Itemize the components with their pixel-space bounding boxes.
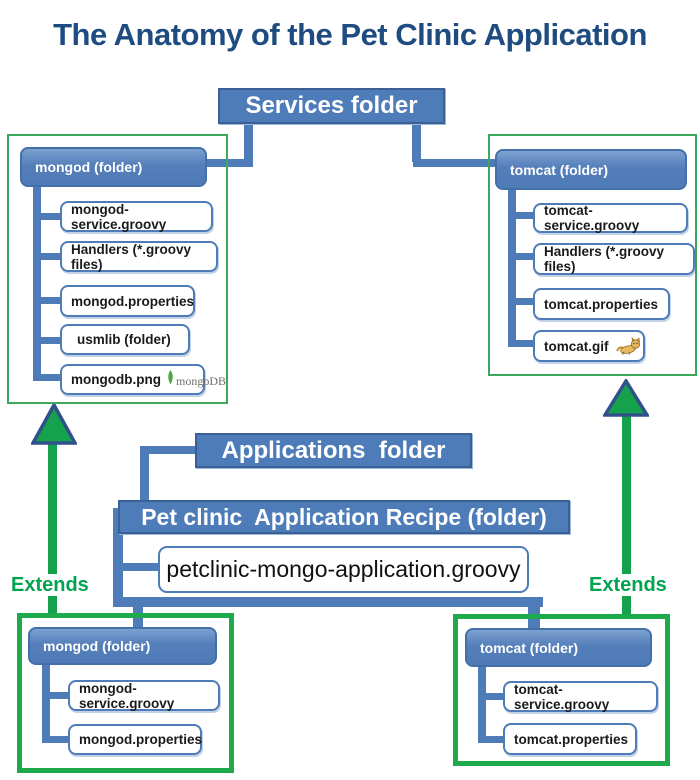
file-recipe-mongod-properties: mongod.properties (68, 724, 202, 755)
mongodb-logo: mongoDB (166, 370, 226, 389)
tomcat-service-folder-container (488, 134, 697, 376)
tomcat-tree-stub-4 (508, 340, 533, 347)
file-recipe-tomcat-properties: tomcat.properties (503, 723, 637, 755)
file-tomcat-service-groovy: tomcat-service.groovy (533, 203, 688, 233)
page-title: The Anatomy of the Pet Clinic Applicatio… (53, 17, 647, 52)
mongod-recipe-folder-container (17, 613, 234, 773)
mongod-recipe-stub-2 (42, 736, 68, 743)
extends-arrow-left-head (31, 403, 77, 445)
petclinic-recipe-banner: Pet clinic Application Recipe (folder) (118, 500, 570, 534)
file-mongod-handlers: Handlers (*.groovy files) (60, 241, 218, 272)
services-folder-banner: Services folder (218, 88, 445, 124)
applications-folder-banner: Applications folder (195, 433, 472, 468)
mongodb-leaf-icon (168, 370, 173, 385)
tomcat-recipe-stub-2 (478, 736, 503, 743)
connector-recipe-bottom-horizontal (113, 597, 543, 607)
connector-drop-tomcat-recipe (528, 605, 540, 633)
extends-arrow-right-head (603, 379, 649, 417)
mongod-tree-trunk (33, 185, 41, 381)
mongodb-logo-text: mongoDB (175, 374, 226, 388)
extends-label-right: Extends (586, 574, 670, 596)
tomcat-tree-stub-3 (508, 298, 533, 305)
connector-services-left-vertical (244, 122, 253, 162)
connector-applications-horizontal (140, 446, 195, 454)
mongod-tree-stub-3 (33, 297, 60, 304)
tomcat-recipe-folder-container (453, 614, 670, 766)
mongod-tree-stub-1 (33, 213, 60, 220)
connector-drop-mongod-recipe (133, 605, 143, 631)
file-tomcat-handlers: Handlers (*.groovy files) (533, 243, 695, 275)
tomcat-gif-label: tomcat.gif (544, 338, 609, 354)
mongod-service-folder-container (7, 134, 228, 404)
extends-arrow-right-shaft (622, 413, 631, 615)
tomcat-cat-icon (615, 337, 640, 355)
mongod-tree-stub-2 (33, 253, 60, 260)
tomcat-recipe-header: tomcat (folder) (465, 628, 652, 667)
connector-applications-vertical (140, 446, 149, 501)
file-mongod-service-groovy: mongod-service.groovy (60, 201, 213, 232)
mongod-tree-stub-5 (33, 374, 60, 381)
petclinic-application-groovy-box: petclinic-mongo-application.groovy (158, 546, 529, 593)
extends-label-left: Extends (8, 574, 92, 596)
mongodb-png-label: mongodb.png (71, 372, 161, 387)
file-mongod-properties: mongod.properties (60, 285, 195, 317)
tomcat-recipe-tree-trunk (478, 665, 486, 740)
mongod-tree-stub-4 (33, 337, 60, 344)
connector-recipe-left-vertical (113, 508, 123, 607)
tomcat-tree-stub-2 (508, 253, 533, 260)
file-mongodb-png: mongodb.png mongoDB (60, 364, 226, 395)
file-tomcat-properties: tomcat.properties (533, 288, 670, 320)
folder-usmlib: usmlib (folder) (60, 324, 190, 355)
tomcat-folder-header: tomcat (folder) (495, 149, 687, 190)
tomcat-recipe-stub-1 (478, 693, 503, 700)
extends-arrow-left-shaft (48, 442, 57, 614)
connector-services-right-horizontal (413, 159, 497, 167)
file-recipe-tomcat-service-groovy: tomcat-service.groovy (503, 681, 658, 712)
tomcat-tree-trunk (508, 188, 516, 346)
tomcat-tree-stub-1 (508, 212, 533, 219)
mongod-recipe-header: mongod (folder) (28, 627, 217, 665)
file-tomcat-gif: tomcat.gif (533, 330, 645, 362)
mongod-recipe-tree-trunk (42, 663, 50, 740)
file-recipe-mongod-service-groovy: mongod-service.groovy (68, 680, 220, 711)
mongod-folder-header: mongod (folder) (20, 147, 207, 187)
mongod-recipe-stub-1 (42, 692, 68, 699)
connector-recipe-file-stub (118, 563, 158, 571)
connector-services-right-vertical (412, 122, 421, 162)
connector-services-left-horizontal (205, 159, 253, 167)
